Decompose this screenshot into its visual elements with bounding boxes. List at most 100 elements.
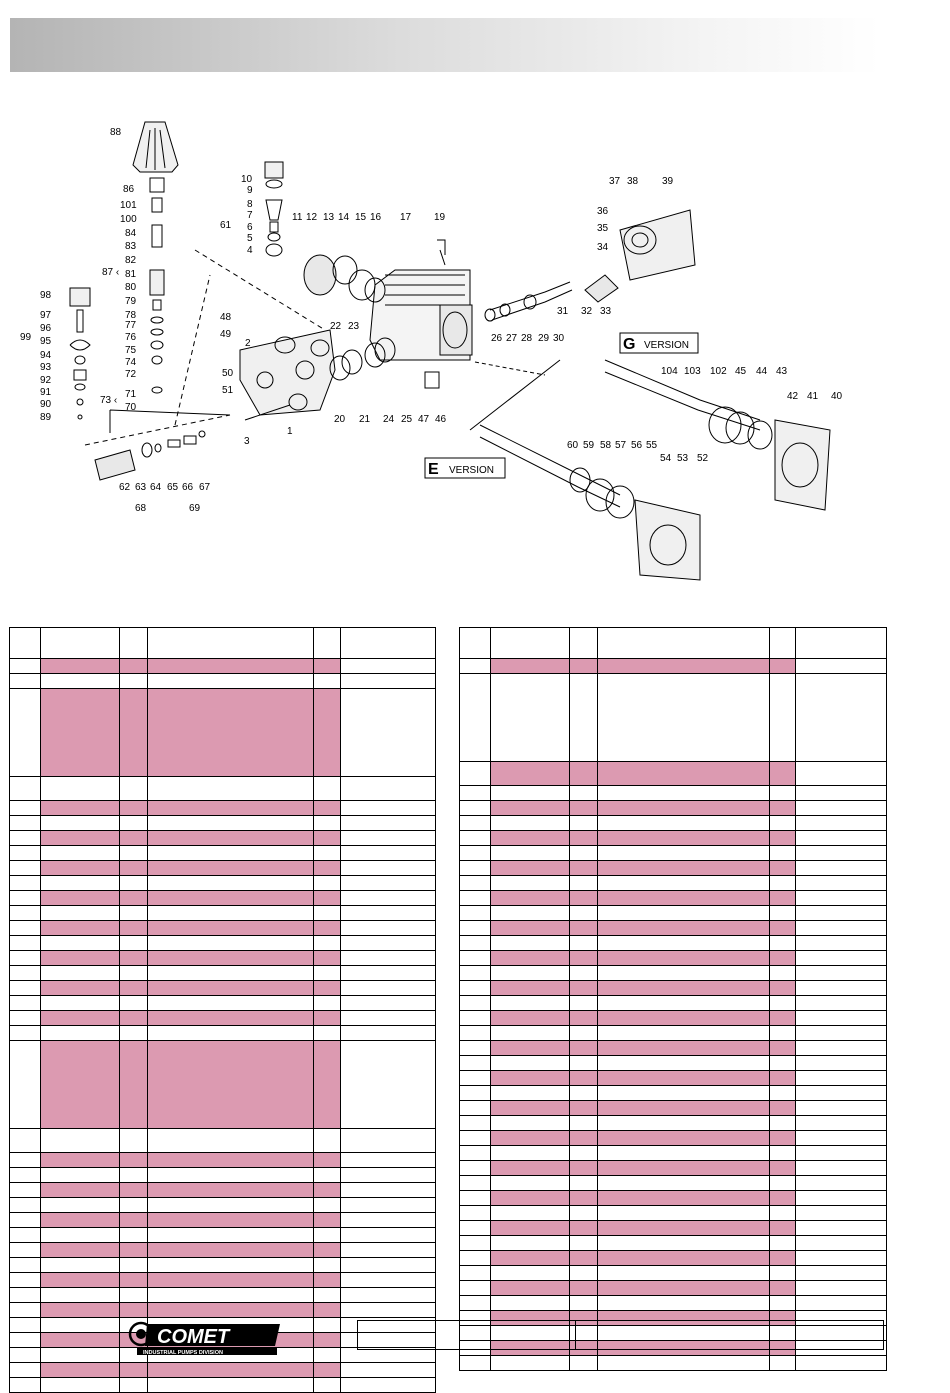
table-cell — [490, 890, 570, 906]
table-cell — [313, 1025, 341, 1041]
table-cell — [340, 935, 436, 951]
table-row — [9, 1362, 436, 1378]
logo-subtitle-text: INDUSTRIAL PUMPS DIVISION — [143, 1350, 223, 1356]
svg-text:102: 102 — [710, 366, 727, 377]
table-cell — [147, 1302, 314, 1318]
table-cell — [147, 1287, 314, 1303]
table-cell — [340, 1010, 436, 1026]
table-cell — [769, 1355, 796, 1371]
svg-text:25: 25 — [401, 414, 413, 425]
footer-cell-right — [576, 1321, 883, 1349]
svg-text:75: 75 — [125, 345, 137, 356]
table-cell — [313, 1167, 341, 1183]
nozzle-tip-drawing — [149, 177, 165, 193]
svg-text:47: 47 — [418, 414, 430, 425]
table-cell — [40, 1212, 120, 1228]
table-cell — [769, 1190, 796, 1206]
table-cell — [147, 1362, 314, 1378]
table-cell — [313, 1128, 341, 1153]
svg-text:96: 96 — [40, 323, 52, 334]
table-cell — [459, 1295, 491, 1311]
table-cell — [313, 920, 341, 936]
table-cell — [490, 1100, 570, 1116]
table-cell — [459, 995, 491, 1011]
table-cell — [597, 1280, 770, 1296]
table-cell — [769, 1280, 796, 1296]
table-row — [459, 875, 887, 891]
table-cell — [597, 1070, 770, 1086]
table-cell — [40, 1025, 120, 1041]
svg-text:72: 72 — [125, 369, 137, 380]
table-cell — [795, 1205, 887, 1221]
table-cell — [340, 1182, 436, 1198]
svg-text:57: 57 — [615, 440, 627, 451]
svg-text:88: 88 — [110, 127, 122, 138]
table-cell — [9, 1025, 41, 1041]
table-row — [459, 1265, 887, 1281]
table-cell — [569, 1010, 598, 1026]
svg-text:9: 9 — [247, 185, 253, 196]
table-cell — [340, 965, 436, 981]
svg-text:99: 99 — [20, 332, 32, 343]
table-cell — [459, 815, 491, 831]
table-cell — [459, 800, 491, 816]
table-cell — [459, 1265, 491, 1281]
table-cell — [490, 860, 570, 876]
table-cell — [597, 1100, 770, 1116]
footer-info-box — [357, 1320, 884, 1350]
table-cell — [795, 875, 887, 891]
rear-cover-drawing — [619, 209, 696, 281]
comet-logo-svg: COMET INDUSTRIAL PUMPS DIVISION — [128, 1321, 280, 1356]
table-cell — [459, 845, 491, 861]
svg-text:8: 8 — [247, 199, 253, 210]
table-row — [9, 965, 436, 981]
table-cell — [340, 1287, 436, 1303]
svg-text:81: 81 — [125, 269, 137, 280]
table-cell — [119, 890, 148, 906]
table-cell — [795, 1085, 887, 1101]
table-cell — [459, 1205, 491, 1221]
table-cell — [9, 1287, 41, 1303]
table-cell — [40, 1377, 120, 1393]
table-cell — [490, 1070, 570, 1086]
table-cell — [147, 1152, 314, 1168]
table-row — [459, 1295, 887, 1311]
table-cell — [147, 658, 314, 674]
table-cell — [119, 965, 148, 981]
svg-text:50: 50 — [222, 368, 234, 379]
table-row — [9, 980, 436, 996]
table-cell — [9, 1377, 41, 1393]
svg-text:1: 1 — [287, 426, 293, 437]
table-cell — [40, 1010, 120, 1026]
table-cell — [9, 1010, 41, 1026]
table-cell — [795, 1040, 887, 1056]
table-cell — [490, 875, 570, 891]
table-row — [9, 1302, 436, 1318]
table-row — [9, 1212, 436, 1228]
table-row — [9, 890, 436, 906]
table-cell — [119, 1242, 148, 1258]
svg-text:61: 61 — [220, 220, 232, 231]
table-cell — [459, 860, 491, 876]
svg-text:24: 24 — [383, 414, 395, 425]
table-cell — [40, 1362, 120, 1378]
table-cell — [119, 1040, 148, 1129]
table-cell — [313, 815, 341, 831]
table-cell — [40, 627, 120, 659]
table-cell — [147, 815, 314, 831]
table-cell — [340, 875, 436, 891]
table-cell — [459, 1010, 491, 1026]
table-cell — [340, 1362, 436, 1378]
table-cell — [9, 1332, 41, 1348]
svg-text:62: 62 — [119, 482, 131, 493]
table-cell — [459, 1175, 491, 1191]
table-cell — [147, 875, 314, 891]
svg-text:93: 93 — [40, 362, 52, 373]
table-cell — [40, 950, 120, 966]
table-cell — [490, 845, 570, 861]
table-cell — [340, 673, 436, 689]
table-cell — [40, 800, 120, 816]
table-row — [9, 845, 436, 861]
table-row — [9, 950, 436, 966]
table-cell — [40, 688, 120, 777]
